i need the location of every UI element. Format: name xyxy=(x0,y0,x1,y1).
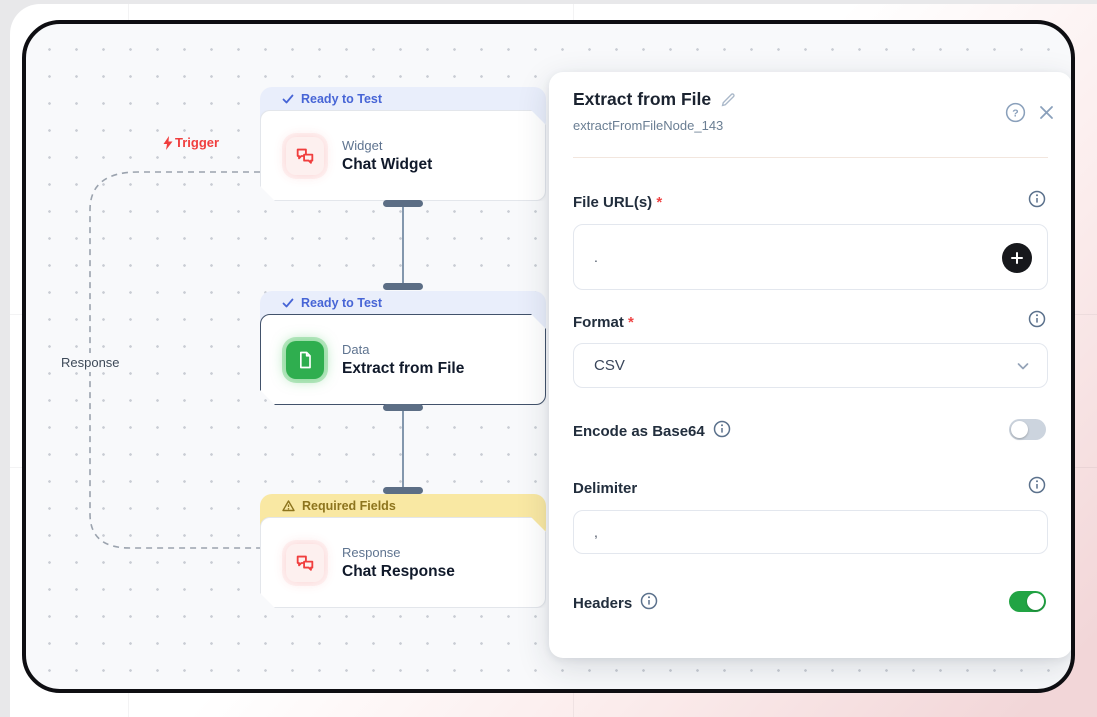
node-config-panel: Extract from File extractFromFileNode_14… xyxy=(549,72,1071,658)
checkmark-icon xyxy=(282,298,294,308)
format-label: Format * xyxy=(573,314,634,331)
node-chat-widget[interactable]: Ready to Test Widget Chat Widget xyxy=(260,87,546,201)
node-connector xyxy=(383,200,423,290)
info-icon[interactable] xyxy=(713,420,731,442)
info-icon[interactable] xyxy=(1028,190,1046,213)
edit-pencil-icon[interactable] xyxy=(720,91,737,108)
node-extract-from-file[interactable]: Ready to Test Data Extract from File xyxy=(260,291,546,405)
connector-handle[interactable] xyxy=(383,487,423,494)
node-title: Extract from File xyxy=(342,359,465,377)
chevron-down-icon xyxy=(1015,358,1031,378)
headers-label: Headers xyxy=(573,592,658,614)
info-icon[interactable] xyxy=(1028,310,1046,333)
document-icon xyxy=(286,341,324,379)
format-select[interactable]: CSV xyxy=(573,343,1048,388)
connector-handle[interactable] xyxy=(383,283,423,290)
node-category: Widget xyxy=(342,137,383,153)
node-title: Chat Response xyxy=(342,562,455,580)
file-urls-label: File URL(s) * xyxy=(573,194,663,211)
trigger-label-text: Trigger xyxy=(175,135,220,150)
add-file-url-button[interactable] xyxy=(1002,243,1032,273)
node-category: Response xyxy=(342,544,401,560)
workflow-canvas[interactable]: Trigger Response Ready to Test Widget Ch… xyxy=(22,20,1075,693)
checkmark-icon xyxy=(282,94,294,104)
info-icon[interactable] xyxy=(1028,476,1046,499)
headers-toggle[interactable] xyxy=(1009,591,1046,612)
help-icon[interactable]: ? xyxy=(1005,102,1026,128)
file-urls-input[interactable]: . xyxy=(573,224,1048,290)
node-card-extract-from-file[interactable]: Data Extract from File xyxy=(260,314,546,405)
delimiter-label: Delimiter xyxy=(573,480,638,497)
warning-triangle-icon xyxy=(282,500,295,512)
panel-title: Extract from File xyxy=(573,89,712,109)
delimiter-input[interactable]: , xyxy=(573,510,1048,554)
svg-text:?: ? xyxy=(1012,107,1018,119)
node-title: Chat Widget xyxy=(342,155,433,173)
encode-base64-label: Encode as Base64 xyxy=(573,420,731,442)
node-category: Data xyxy=(342,341,370,357)
node-card-chat-response[interactable]: Response Chat Response xyxy=(260,517,546,608)
response-label: Response xyxy=(56,353,125,372)
info-icon[interactable] xyxy=(640,592,658,614)
chat-bubbles-icon xyxy=(286,544,324,582)
divider xyxy=(573,157,1048,158)
chat-bubbles-icon xyxy=(286,137,324,175)
lightning-bolt-icon xyxy=(163,135,173,150)
encode-base64-toggle[interactable] xyxy=(1009,419,1046,440)
node-chat-response[interactable]: Required Fields Response Chat Response xyxy=(260,494,546,608)
node-id-label: extractFromFileNode_143 xyxy=(573,118,724,133)
node-card-chat-widget[interactable]: Widget Chat Widget xyxy=(260,110,546,201)
close-icon[interactable] xyxy=(1037,103,1056,127)
trigger-label: Trigger xyxy=(162,135,219,150)
connector-handle[interactable] xyxy=(383,200,423,207)
node-connector xyxy=(383,404,423,494)
connector-handle[interactable] xyxy=(383,404,423,411)
